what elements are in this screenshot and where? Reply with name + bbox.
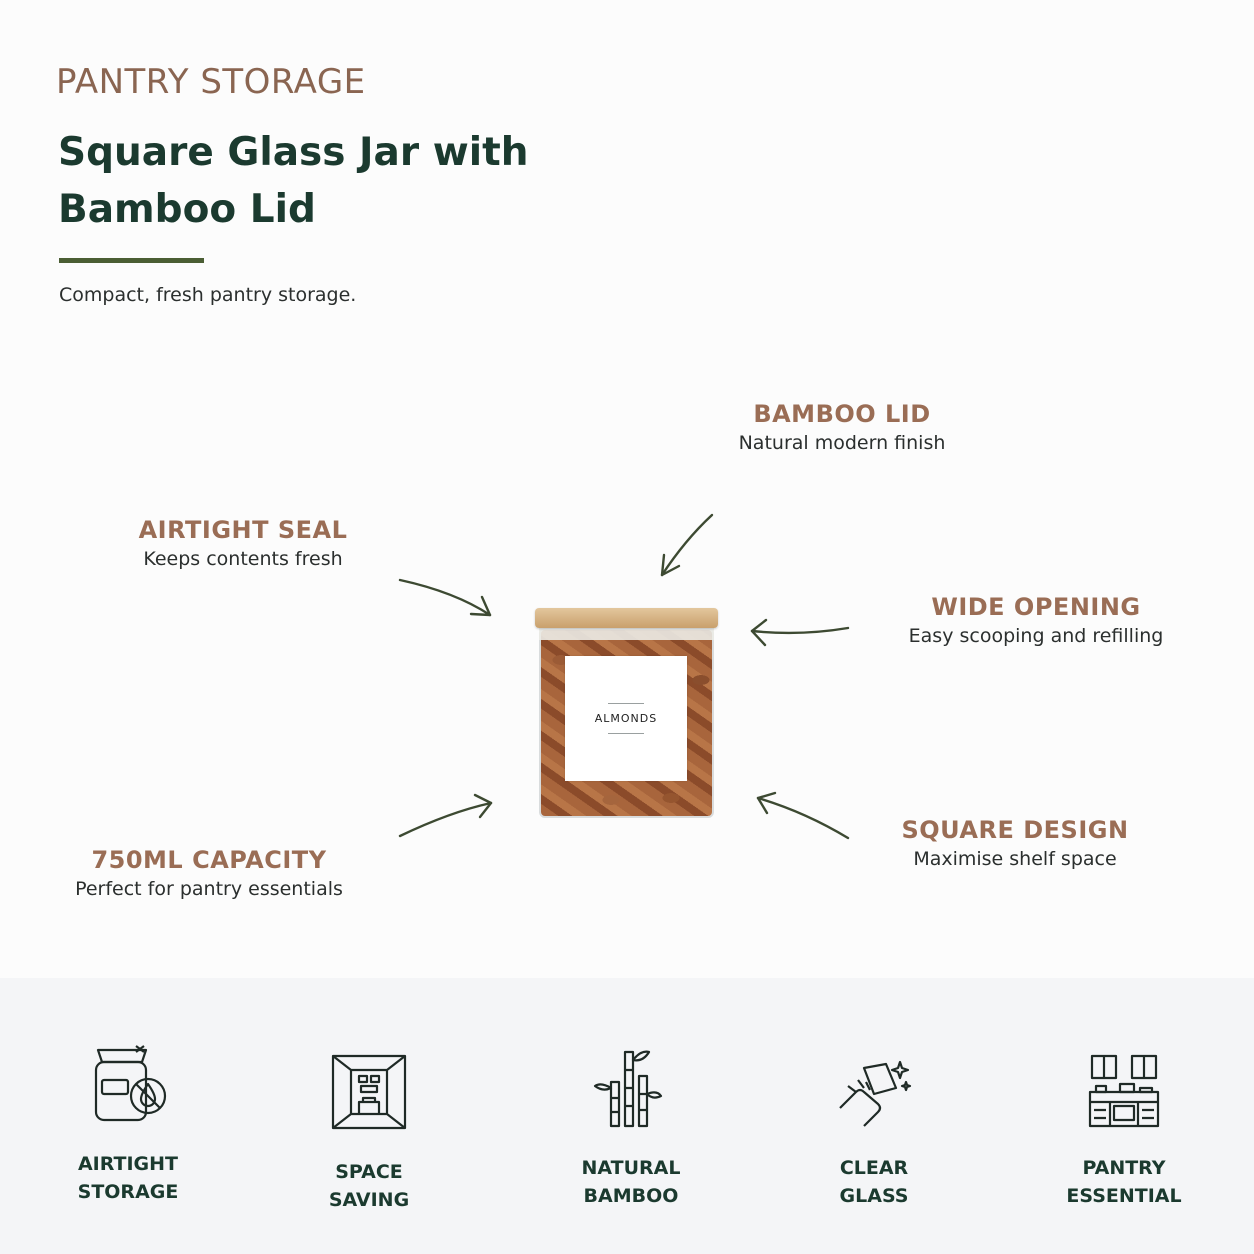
label-rule-top (608, 703, 644, 704)
callout-square-design: SQUARE DESIGN Maximise shelf space (880, 816, 1150, 870)
glass-jar-image: ALMONDS (535, 608, 718, 820)
page-subtitle: Compact, fresh pantry storage. (59, 284, 357, 306)
kitchen-pantry-icon (1088, 1054, 1160, 1128)
arrow-capacity (398, 793, 493, 838)
callout-text: Easy scooping and refilling (908, 625, 1164, 647)
callout-text: Maximise shelf space (913, 848, 1117, 870)
callout-text: Natural modern finish (738, 432, 946, 454)
jar-seal (539, 628, 714, 640)
title-line-2: Bamboo Lid (58, 187, 316, 232)
cleaning-glass-icon (839, 1060, 912, 1127)
label-rule-bottom (608, 733, 644, 734)
callout-title: SQUARE DESIGN (901, 816, 1129, 844)
features-band (0, 978, 1254, 1254)
jar-label-text: ALMONDS (594, 712, 658, 725)
eyebrow-label: PANTRY STORAGE (56, 62, 366, 102)
title-line-1: Square Glass Jar with (58, 130, 529, 175)
arrow-airtight-seal (398, 578, 492, 617)
callout-capacity: 750ML CAPACITY Perfect for pantry essent… (54, 846, 364, 900)
callout-title: AIRTIGHT SEAL (138, 516, 348, 544)
bamboo-icon (593, 1050, 663, 1128)
callout-text: Perfect for pantry essentials (75, 878, 343, 900)
arrow-wide-opening (750, 618, 850, 647)
jar-label: ALMONDS (565, 656, 687, 781)
callout-airtight-seal: AIRTIGHT SEAL Keeps contents fresh (118, 516, 368, 570)
page-title: Square Glass Jar with Bamboo Lid (58, 124, 658, 238)
callout-text: Keeps contents fresh (143, 548, 343, 570)
airtight-jar-icon (94, 1045, 167, 1122)
space-saving-shelf-icon (331, 1054, 407, 1130)
callout-wide-opening: WIDE OPENING Easy scooping and refilling (886, 593, 1186, 647)
callout-arrows (398, 513, 850, 840)
callout-title: BAMBOO LID (753, 400, 931, 428)
arrow-square-design (756, 791, 850, 840)
title-divider (59, 258, 204, 263)
bamboo-lid (535, 608, 718, 628)
callout-title: 750ML CAPACITY (91, 846, 327, 874)
arrow-bamboo-lid (660, 513, 714, 577)
callout-bamboo-lid: BAMBOO LID Natural modern finish (722, 400, 962, 454)
callout-title: WIDE OPENING (931, 593, 1141, 621)
